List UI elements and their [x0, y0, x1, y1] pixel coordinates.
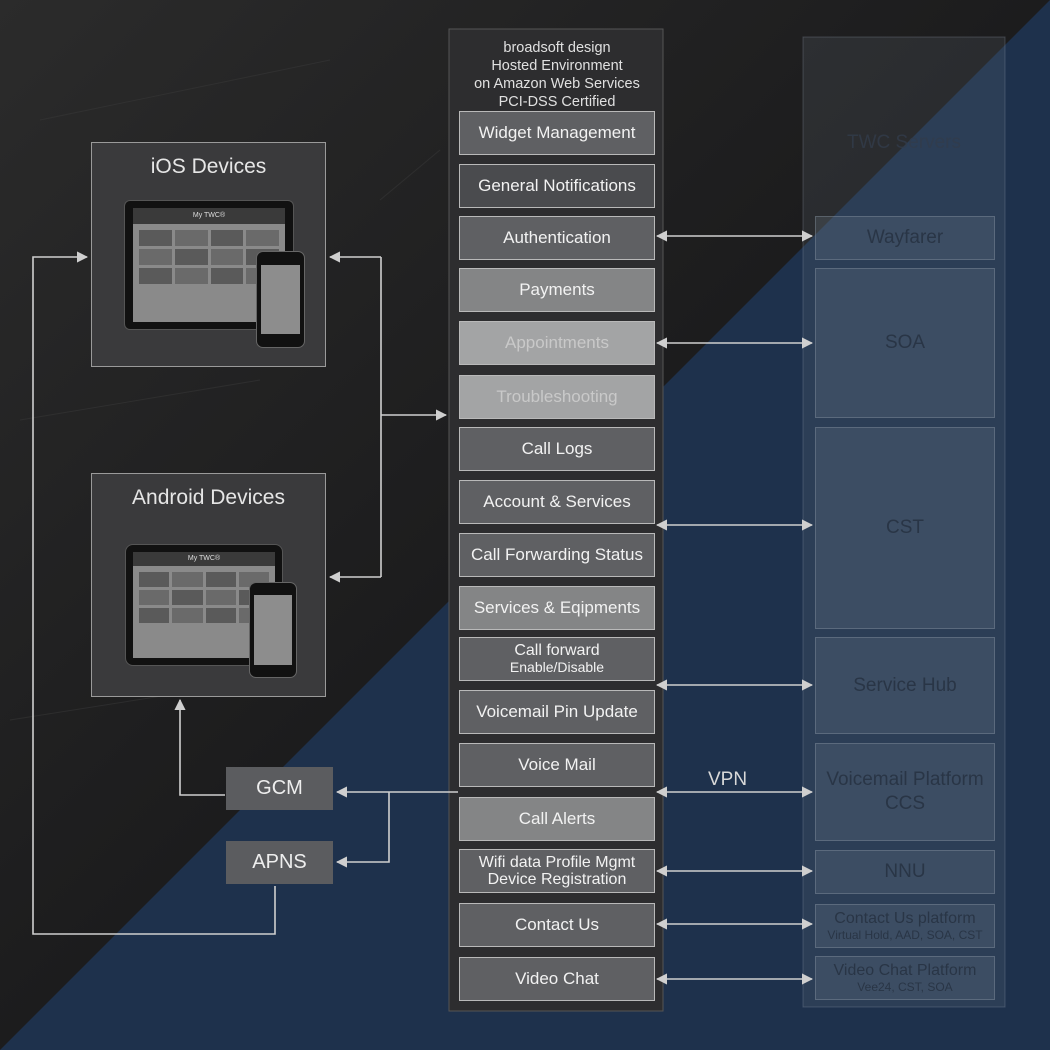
call-forwarding-status-box: Call Forwarding Status	[459, 533, 655, 577]
ios-devices-box: iOS Devices My TWC®	[91, 142, 326, 367]
call-logs-box: Call Logs	[459, 427, 655, 471]
header-line-1: broadsoft design	[503, 40, 611, 56]
troubleshooting-box: Troubleshooting	[459, 375, 655, 419]
header-line-2: Hosted Environment	[491, 58, 623, 74]
wifi-line-2: Device Registration	[487, 871, 627, 888]
call-alerts-box: Call Alerts	[459, 797, 655, 841]
contact-platform-line-1: Contact Us platform	[834, 910, 976, 927]
soa-box: SOA	[815, 268, 995, 418]
nnu-box: NNU	[815, 850, 995, 894]
service-hub-box: Service Hub	[815, 637, 995, 734]
payments-box: Payments	[459, 268, 655, 312]
android-app-title: My TWC®	[133, 552, 275, 566]
contact-platform-line-2: Virtual Hold, AAD, SOA, CST	[827, 928, 983, 942]
platform-header: broadsoft design Hosted Environment on A…	[455, 39, 659, 111]
gcm-android-connector	[174, 698, 225, 796]
twc-servers-panel	[802, 36, 1006, 1008]
account-services-box: Account & Services	[459, 480, 655, 524]
ios-app-title: My TWC®	[133, 208, 285, 224]
cst-box: CST	[815, 427, 995, 629]
contact-platform-box: Contact Us platform Virtual Hold, AAD, S…	[815, 904, 995, 948]
header-line-4: PCI-DSS Certified	[498, 94, 616, 110]
ios-phone-image	[256, 251, 305, 348]
video-platform-line-2: Vee24, CST, SOA	[857, 980, 953, 994]
appointments-box: Appointments	[459, 321, 655, 365]
voicemail-platform-line-2: CCS	[884, 793, 926, 814]
voicemail-platform-box: Voicemail Platform CCS	[815, 743, 995, 841]
video-chat-box: Video Chat	[459, 957, 655, 1001]
header-line-3: on Amazon Web Services	[474, 76, 640, 92]
wifi-line-1: Wifi data Profile Mgmt	[478, 854, 636, 871]
contact-us-box: Contact Us	[459, 903, 655, 947]
android-phone-image	[249, 582, 297, 678]
voice-mail-box: Voice Mail	[459, 743, 655, 787]
voicemail-pin-box: Voicemail Pin Update	[459, 690, 655, 734]
vpn-label: VPN	[708, 769, 748, 790]
ios-devices-title: iOS Devices	[150, 155, 267, 178]
video-platform-line-1: Video Chat Platform	[833, 962, 977, 979]
notify-apns-connector	[335, 792, 390, 868]
gcm-box: GCM	[226, 767, 333, 810]
general-notifications-box: General Notifications	[459, 164, 655, 208]
widget-management-box: Widget Management	[459, 111, 655, 155]
apns-ios-connector	[32, 251, 276, 935]
wayfarer-box: Wayfarer	[815, 216, 995, 260]
authentication-box: Authentication	[459, 216, 655, 260]
call-forward-line-1: Call forward	[514, 642, 600, 659]
android-devices-title: Android Devices	[132, 486, 285, 509]
call-forward-enable-box: Call forward Enable/Disable	[459, 637, 655, 681]
services-equipments-box: Services & Eqipments	[459, 586, 655, 630]
video-platform-box: Video Chat Platform Vee24, CST, SOA	[815, 956, 995, 1000]
twc-servers-title: TWC Servers	[847, 132, 961, 153]
voicemail-platform-line-1: Voicemail Platform	[826, 769, 984, 790]
apns-box: APNS	[226, 841, 333, 884]
call-forward-line-2: Enable/Disable	[509, 659, 605, 675]
android-devices-box: Android Devices My TWC®	[91, 473, 326, 697]
wifi-profile-box: Wifi data Profile Mgmt Device Registrati…	[459, 849, 655, 893]
